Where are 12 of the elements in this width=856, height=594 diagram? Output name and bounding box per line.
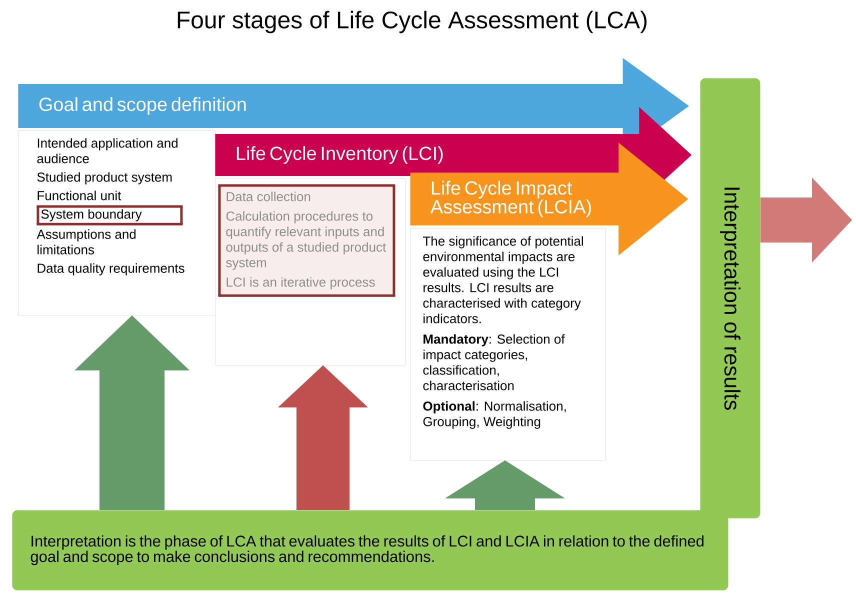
block-arrow — [445, 460, 565, 510]
highlight-frame: Data collection Calculation procedures to quantify relevant inputs and outputs of a studied product system LCI is an iterative process — [218, 184, 396, 297]
text-card — [215, 178, 406, 366]
block-arrow — [278, 365, 368, 510]
title: Four stages of Life Cycle Assessment (LCA) — [178, 10, 647, 34]
text-card: Intended application and audience Studied product system Functional unit System boundary Assumptions and limitations Data quality requirements — [18, 130, 216, 316]
block-arrow — [760, 178, 852, 262]
highlight-frame: System boundary — [36, 205, 183, 226]
interpretation-bar: Interpretation is the phase of LCA that evaluates the results of LCI and LCIA in relation to the defined goal and scope to make conclusions and recommendations. — [12, 510, 728, 590]
block-arrow — [74, 315, 190, 510]
interpretation-bar: Interpretation of results — [700, 78, 760, 518]
text-card: The significance of potential environmental impacts are evaluated using the LCI results. LCI results are characterised with category indicators. Mandatory: Selection of impact categories, classification, characterisation Optional: Normalisation, Grouping, Weighting — [410, 228, 606, 460]
